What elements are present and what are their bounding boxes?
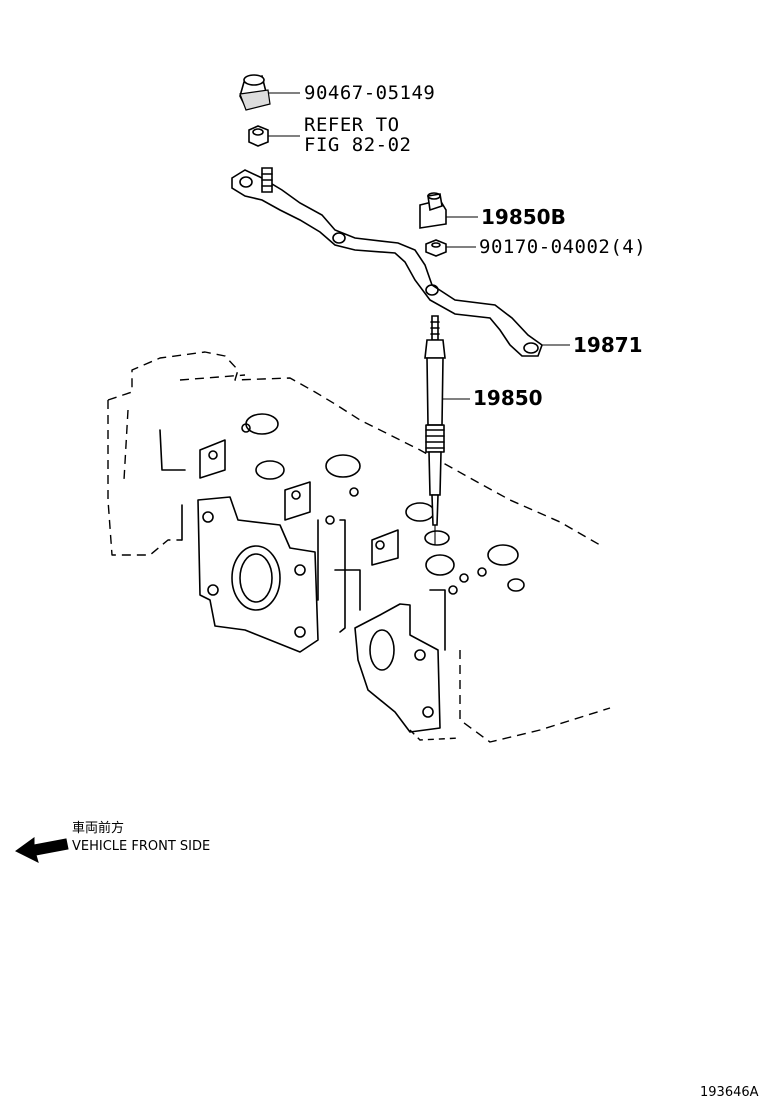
callout-90170-04002: 90170-04002(4) [479, 236, 646, 258]
nut-refer-fig [248, 125, 269, 147]
cap-nut-90467 [239, 74, 271, 111]
front-arrow-icon [15, 837, 69, 863]
figure-id: 193646A [700, 1085, 759, 1100]
callout-refer-line2: FIG 82-02 [304, 134, 411, 156]
callout-19871: 19871 [573, 333, 643, 357]
orientation-label-en: VEHICLE FRONT SIDE [72, 839, 210, 854]
leader-lines [268, 92, 570, 400]
glow-plug-busbar [231, 167, 543, 357]
orientation-label-jp: 車両前方 [72, 820, 124, 836]
callout-19850: 19850 [473, 386, 543, 410]
callout-refer-line1: REFER TO [304, 114, 400, 136]
callout-19850b: 19850B [481, 205, 566, 229]
cylinder-head [107, 351, 611, 743]
small-nut-90170 [425, 239, 447, 257]
lead-nut-19850b [419, 192, 447, 229]
callout-90467-05149: 90467-05149 [304, 82, 435, 104]
glow-plug [424, 315, 446, 545]
